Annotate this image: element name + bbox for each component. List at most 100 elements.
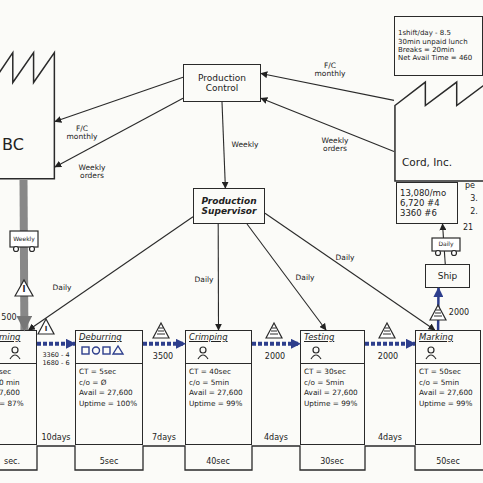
node-text: Uptime = 99% <box>304 399 361 410</box>
map-label: 4days <box>378 434 402 443</box>
process-data: CT = 30secc/o = 5minAvail = 27,600Uptime… <box>301 364 364 412</box>
node-title: Testing <box>304 332 361 342</box>
map-label: 3360 - 4 <box>42 352 69 359</box>
factory-shape <box>0 53 54 179</box>
info-arrow <box>222 102 225 188</box>
map-label: 2000 <box>265 353 285 362</box>
node-text: Uptime = 99% <box>189 399 248 410</box>
node-text: = 87% <box>0 399 33 410</box>
edge-label: Daily <box>195 276 214 284</box>
truck-wheel <box>436 251 441 256</box>
map-label: I <box>45 326 48 334</box>
edge-label: Daily <box>336 254 355 262</box>
node-text: 0 min <box>0 378 33 389</box>
truck-symbol <box>10 231 38 247</box>
map-label: 2. <box>470 208 478 217</box>
node-text: Net Avail Time = 460 <box>398 54 479 62</box>
factory-label: Cord, Inc. <box>394 156 483 182</box>
node-title: ming <box>0 332 33 342</box>
push-arrow <box>365 342 415 346</box>
map-label: 3500 <box>153 353 173 362</box>
edge-label: Daily <box>438 241 453 248</box>
truck-symbol <box>432 238 460 251</box>
edge-label: Weekly <box>13 236 35 243</box>
truck-wheel <box>14 247 19 252</box>
node-text: c/o = 5min <box>419 378 477 389</box>
process-data: CT = 40secc/o = 5minAvail = 27,600Uptime… <box>186 364 251 412</box>
edge-label: Weekly orders <box>315 137 355 154</box>
factory-label: BC <box>0 135 55 180</box>
node-text: Avail = 27,600 <box>304 388 361 399</box>
shipment-arrow <box>20 180 29 330</box>
node-title: BC <box>2 135 55 154</box>
map-label: 10days <box>41 434 70 443</box>
factory-shape <box>395 82 483 181</box>
node-text: Uptime = 99% <box>419 399 477 410</box>
inventory-triangle <box>379 323 395 338</box>
map-label: pe <box>465 182 475 191</box>
process-box: Crimping CT = 40secc/o = 5minAvail = 27,6… <box>185 330 252 445</box>
node-title: Ship <box>438 271 458 281</box>
node-text: Avail = 27,600 <box>79 388 139 399</box>
node-title: Crimping <box>189 332 248 342</box>
map-label: 4days <box>264 434 288 443</box>
inventory-hatch <box>270 328 278 334</box>
inventory-hatch <box>434 310 442 316</box>
map-label: 2000 <box>378 353 398 362</box>
inventory-triangle <box>266 323 282 338</box>
edge-label: F/C monthly <box>62 125 102 142</box>
process-box: Testing CT = 30secc/o = 5minAvail = 27,60… <box>300 330 365 445</box>
info-arrow <box>218 224 219 330</box>
control-box: Production Control <box>183 64 261 102</box>
node-text: c/o = Ø <box>79 378 139 389</box>
info-arrow <box>29 217 193 330</box>
supervisor-box: Production Supervisor <box>193 188 265 224</box>
node-text: 30min unpaid lunch <box>398 38 479 46</box>
inventory-triangle <box>15 280 33 296</box>
shipping-box: Ship <box>425 264 470 288</box>
node-title: 13,080/mo <box>400 188 454 198</box>
edge-label: Weekly orders <box>72 164 112 181</box>
data-box: 1shift/day - 8.530min unpaid lunchBreaks… <box>394 16 483 76</box>
info-arrow <box>247 224 326 330</box>
operator-symbol <box>198 347 208 359</box>
map-label: sec. <box>4 458 20 467</box>
node-text: 7,600 <box>0 388 33 399</box>
process-data: CT = 5secc/o = ØAvail = 27,600Uptime = 1… <box>76 364 142 412</box>
node-text: CT = 40sec <box>189 367 248 378</box>
node-text: sec <box>0 367 33 378</box>
node-text: Avail = 27,600 <box>419 388 477 399</box>
node-title: Deburring <box>79 332 139 342</box>
inventory-triangle <box>430 305 446 320</box>
node-text: Avail = 27,600 <box>189 388 248 399</box>
process-title: Crimping <box>186 331 251 364</box>
supplier-factory: BC <box>0 50 55 180</box>
process-title: Testing <box>301 331 364 364</box>
map-label: 3. <box>470 195 478 204</box>
edge-label: F/C monthly <box>310 62 350 79</box>
info-arrow <box>55 98 183 167</box>
node-text: CT = 30sec <box>304 367 361 378</box>
node-title: Production Supervisor <box>194 196 264 217</box>
node-title: Cord, Inc. <box>402 156 483 168</box>
map-label: 7days <box>152 434 176 443</box>
node-title: Marking <box>419 332 477 342</box>
map-label: 30sec <box>320 458 344 467</box>
push-arrow <box>143 342 185 346</box>
edge-label: Daily <box>53 284 72 292</box>
factory-outline <box>0 50 55 180</box>
map-label: 500 <box>1 314 16 323</box>
edge-label: Daily <box>296 274 315 282</box>
process-data: CT = 50secc/o = 5minAvail = 27,600Uptime… <box>416 364 480 412</box>
info-arrow <box>55 77 183 121</box>
node-text: c/o = 5min <box>304 378 361 389</box>
truck-wheel <box>30 247 35 252</box>
node-title: Production Control <box>184 73 260 94</box>
map-label: 50sec <box>436 458 460 467</box>
operator-symbol <box>426 347 436 359</box>
inventory-hatch <box>383 328 391 334</box>
push-arrow <box>37 342 75 346</box>
